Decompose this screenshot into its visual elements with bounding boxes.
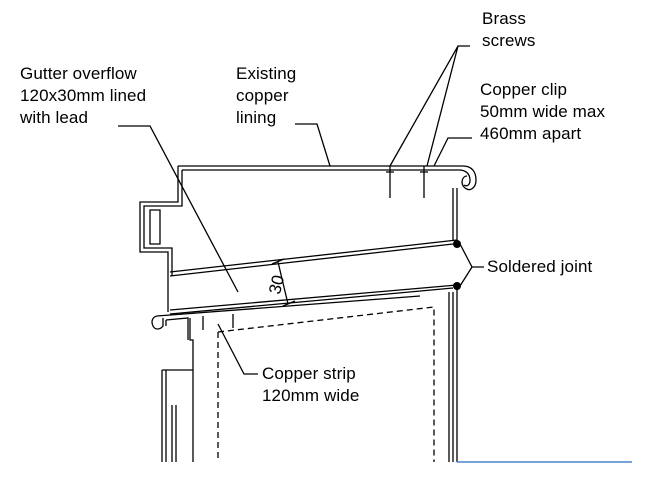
leader-existing-lining — [295, 123, 331, 167]
dimension-tick-bottom — [282, 300, 296, 307]
box-left-wall — [139, 166, 179, 276]
overflow-floor-inner — [169, 287, 454, 315]
leader-copper-clip — [433, 137, 472, 167]
box-left-notch — [149, 209, 161, 245]
copper-lining-top-inner — [182, 169, 471, 187]
left-post-detail-2 — [171, 405, 177, 462]
label-gutter-overflow: Gutter overflow 120x30mm lined with lead — [20, 64, 147, 127]
label-copper-clip: Copper clip 50mm wide max 460mm apart — [480, 80, 606, 143]
dimension-line — [277, 261, 289, 305]
leader-brass-screws — [389, 45, 470, 167]
box-left-wall-inner — [143, 170, 183, 276]
overflow-floor — [169, 284, 458, 311]
leader-soldered-joint — [459, 243, 484, 287]
box-sloping-base-inner — [169, 243, 454, 277]
solder-dot-top — [453, 240, 461, 248]
copper-strip — [151, 295, 421, 330]
solder-dot-bottom — [453, 282, 461, 290]
dimension-tick-top — [271, 258, 285, 265]
label-existing-lining: Existing copper lining — [236, 64, 297, 127]
leader-gutter-overflow — [118, 125, 239, 293]
copper-lining-top — [178, 165, 477, 191]
hidden-outline — [217, 306, 435, 462]
leader-copper-strip — [217, 323, 258, 375]
box-sloping-base — [169, 239, 458, 273]
label-copper-strip: Copper strip 120mm wide — [262, 364, 360, 405]
dimension-text: 30 — [265, 273, 288, 296]
copper-strip-inner — [165, 317, 189, 340]
label-soldered-joint: Soldered joint — [487, 257, 593, 276]
left-post-outer — [189, 318, 194, 462]
label-brass-screws: Brass screws — [482, 9, 536, 50]
